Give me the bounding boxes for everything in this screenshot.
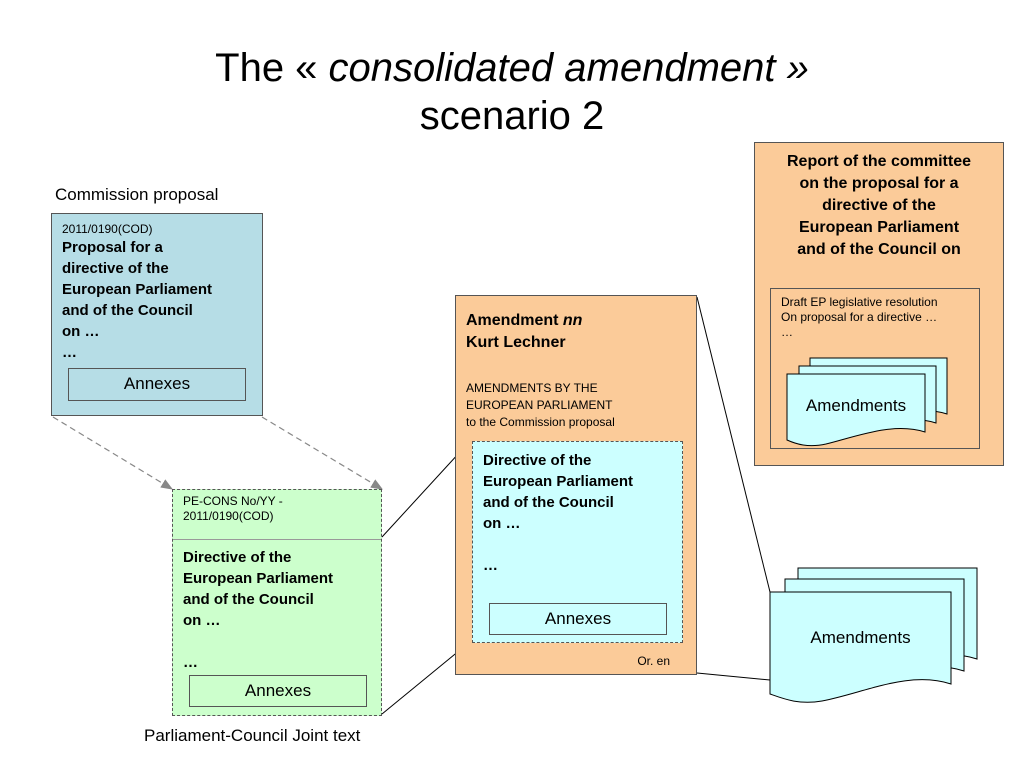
original-language: Or. en (637, 654, 670, 668)
title-prefix: The « (215, 46, 329, 90)
directive-body: Directive of the European Parliament and… (483, 452, 634, 574)
report-doc-front (786, 373, 926, 447)
amendment-author: Kurt Lechner (466, 334, 566, 351)
joint-ref: PE-CONS No/YY - 2011/0190(COD) (173, 490, 381, 540)
commission-annexes: Annexes (68, 368, 246, 401)
amendment-number: nn (562, 312, 583, 329)
doc-front (769, 591, 952, 703)
amendment-box: Amendment nn Kurt Lechner AMENDMENTS BY … (455, 295, 697, 675)
amendment-subtitle: AMENDMENTS BY THE EUROPEAN PARLIAMENT to… (466, 381, 615, 429)
report-resolution-box: Draft EP legislative resolution On propo… (770, 288, 980, 449)
report-title: Report of the committee on the proposal … (786, 153, 971, 258)
joint-annexes: Annexes (189, 675, 367, 707)
slide-title: The « consolidated amendment » scenario … (0, 44, 1024, 140)
title-line2: scenario 2 (419, 94, 605, 138)
joint-body: Directive of the European Parliament and… (183, 549, 334, 671)
line-amendment-to-stack-bottom (696, 672, 771, 681)
joint-caption: Parliament-Council Joint text (144, 726, 361, 745)
commission-ref: 2011/0190(COD) (62, 222, 153, 236)
report-amendments-label: Amendments (805, 396, 907, 415)
commission-proposal-box: 2011/0190(COD) Proposal for a directive … (51, 213, 263, 416)
title-emphasis: consolidated amendment » (328, 46, 809, 90)
arrow-commission-to-joint-right (261, 416, 384, 490)
report-resolution: Draft EP legislative resolution On propo… (781, 295, 938, 339)
commission-body: Proposal for a directive of the European… (62, 239, 213, 361)
line-amendment-to-stack-top (696, 296, 771, 593)
amendment-header: Amendment nn Kurt Lechner (466, 310, 691, 354)
directive-box: Directive of the European Parliament and… (472, 441, 683, 643)
joint-text-box: PE-CONS No/YY - 2011/0190(COD) Directive… (172, 489, 382, 716)
arrow-commission-to-joint-left (52, 416, 174, 490)
commission-caption: Commission proposal (55, 185, 219, 204)
amendments-label: Amendments (810, 628, 911, 647)
amendment-heading: Amendment (466, 312, 563, 329)
directive-annexes: Annexes (489, 603, 667, 635)
